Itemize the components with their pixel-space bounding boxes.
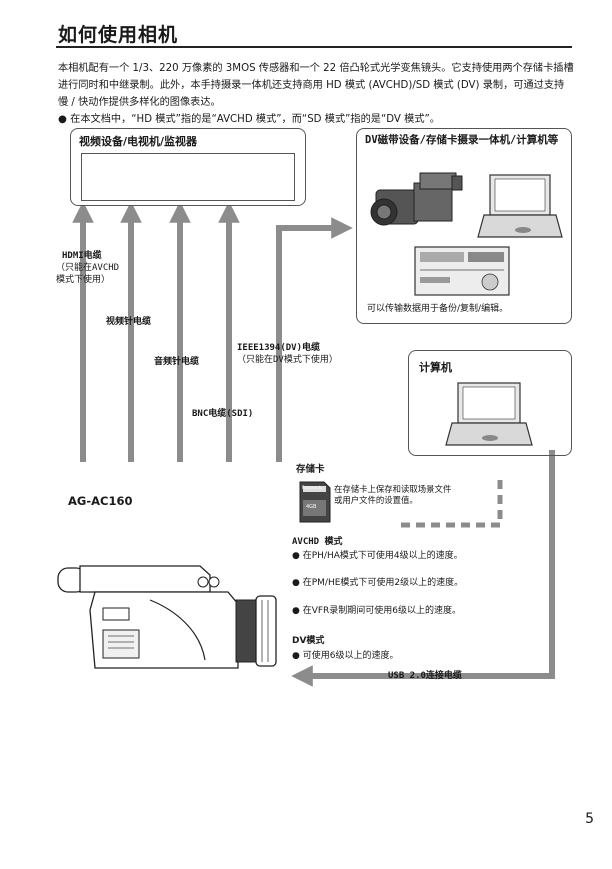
- dv-mode-heading: DV模式: [292, 636, 325, 646]
- dv-devices-title: DV磁带设备/存储卡摄录一体机/计算机等: [365, 134, 559, 146]
- camera-model-label: AG-AC160: [68, 494, 133, 508]
- audio-pin-cable-label: 音频针电缆: [154, 357, 200, 367]
- card-dashed-link: [400, 480, 503, 528]
- intro-text: 本相机配有一个 1/3、220 万像素的 3MOS 传感器和一个 22 倍凸轮式…: [58, 60, 574, 128]
- avchd-item: ● 在PH/HA模式下可使用4级以上的速度。: [292, 551, 463, 561]
- dv-mode-item: ● 可使用6级以上的速度。: [292, 651, 399, 661]
- video-devices-box: 视频设备/电视机/监视器: [70, 128, 306, 206]
- video-pin-cable-label: 视频针电缆: [106, 317, 152, 327]
- usb-arrow: [291, 450, 555, 687]
- page-title: 如何使用相机: [58, 24, 179, 46]
- page-number: 5: [585, 811, 594, 827]
- sd-card-size: 4GB: [306, 504, 317, 510]
- computer-box: 计算机: [408, 350, 572, 456]
- avchd-item: ● 在PM/HE模式下可使用2级以上的速度。: [292, 578, 464, 588]
- sd-card-brand: Panasonic: [302, 485, 323, 490]
- dv-devices-box: DV磁带设备/存储卡摄录一体机/计算机等 可以传输数据用于备份/复制/编辑。: [356, 128, 572, 324]
- ieee1394-cable-note: （只能在DV模式下使用）: [237, 355, 338, 365]
- memory-card-heading: 存储卡: [296, 464, 325, 475]
- computer-laptop-icon: [445, 382, 533, 446]
- video-devices-title: 视频设备/电视机/监视器: [79, 135, 198, 148]
- computer-title: 计算机: [419, 361, 452, 374]
- ieee1394-arrow: [276, 217, 353, 462]
- deck-icon: [414, 246, 510, 296]
- laptop-icon: [477, 174, 563, 238]
- camera-body-icon: [57, 565, 277, 669]
- pro-camcorder-icon: [370, 172, 463, 226]
- usb-cable-label: USB 2.0连接电缆: [388, 671, 462, 681]
- memory-card-note: 在存储卡上保存和读取场景文件或用户文件的设置值。: [334, 484, 452, 505]
- dv-devices-note: 可以传输数据用于备份/复制/编辑。: [367, 304, 509, 314]
- hdmi-cable-label: HDMI电缆: [62, 251, 102, 261]
- bnc-cable-label: BNC电缆(SDI): [192, 409, 254, 419]
- avchd-item: ● 在VFR录制期间可使用6级以上的速度。: [292, 606, 462, 616]
- sd-card-icon: [299, 481, 331, 523]
- video-devices-inner-frame: [81, 153, 295, 201]
- ieee1394-cable-label: IEEE1394(DV)电缆: [237, 343, 321, 353]
- title-divider: [56, 46, 572, 48]
- intro-paragraph: 本相机配有一个 1/3、220 万像素的 3MOS 传感器和一个 22 倍凸轮式…: [58, 63, 574, 108]
- avchd-heading: AVCHD 模式: [292, 537, 343, 547]
- intro-note: ● 在本文档中，“HD 模式”指的是“AVCHD 模式”，而“SD 模式”指的是…: [58, 114, 440, 125]
- hdmi-cable-note: （只能在AVCHD模式下使用）: [56, 263, 120, 285]
